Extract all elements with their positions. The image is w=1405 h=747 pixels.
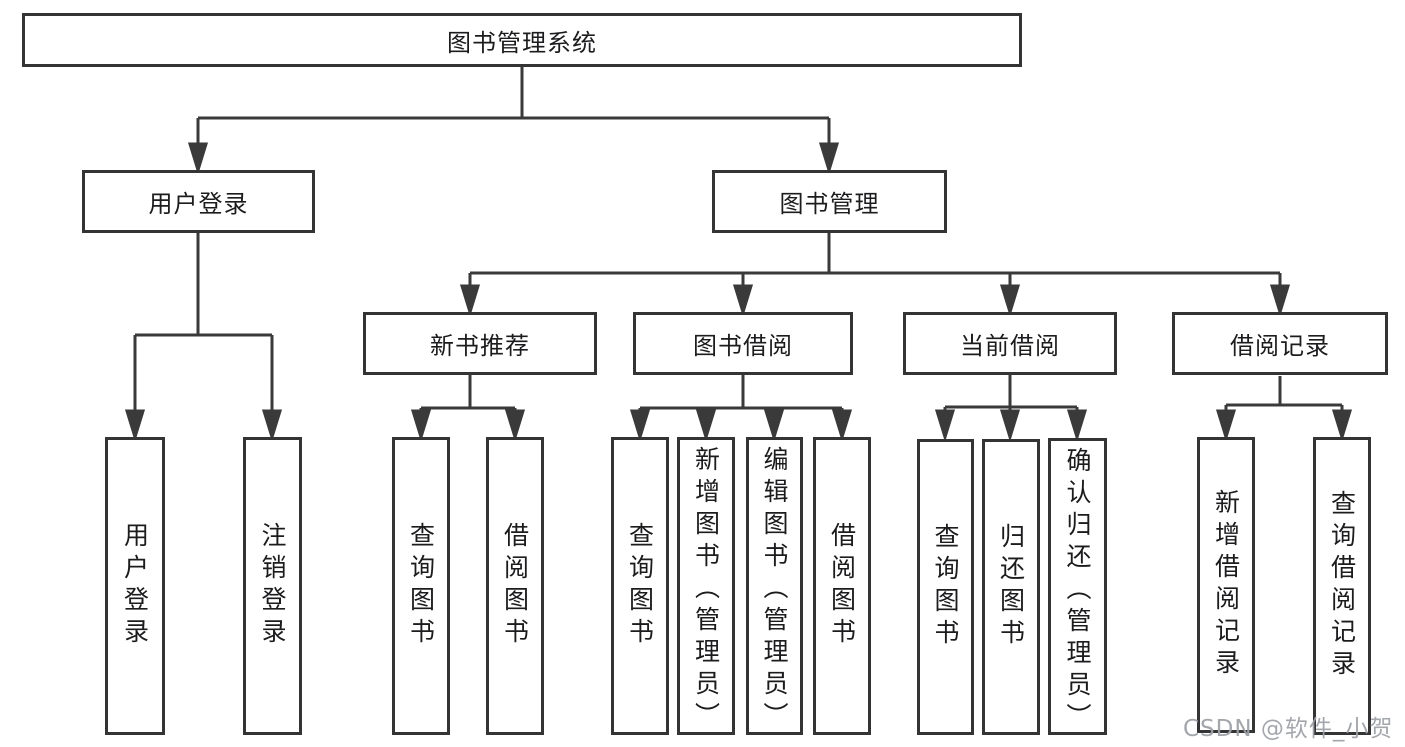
node-new-book-recommend: 新书推荐 — [363, 312, 597, 375]
node-current-borrow: 当前借阅 — [903, 312, 1117, 375]
leaf-borrow-books-2: 借阅图书 — [813, 437, 871, 735]
leaf-return-books: 归还图书 — [982, 439, 1040, 735]
leaf-add-borrow-record: 新增借阅记录 — [1197, 437, 1255, 733]
leaf-query-books-current: 查询图书 — [917, 439, 974, 735]
leaf-logout-login: 注销登录 — [243, 437, 302, 735]
leaf-confirm-return-admin: 确认归还（管理员） — [1048, 438, 1107, 735]
node-book-borrow: 图书借阅 — [633, 312, 853, 375]
node-book-management: 图书管理 — [712, 170, 947, 233]
node-root: 图书管理系统 — [22, 13, 1022, 67]
leaf-user-login: 用户登录 — [105, 437, 165, 735]
leaf-query-books-recommend: 查询图书 — [392, 437, 450, 735]
node-borrow-records: 借阅记录 — [1172, 312, 1388, 375]
leaf-query-books-borrow: 查询图书 — [611, 437, 669, 735]
leaf-borrow-books-recommend: 借阅图书 — [486, 437, 544, 735]
node-user-login: 用户登录 — [82, 170, 315, 233]
leaf-query-borrow-record: 查询借阅记录 — [1313, 437, 1371, 735]
leaf-add-book-admin: 新增图书（管理员） — [677, 437, 735, 735]
leaf-edit-book-admin: 编辑图书（管理员） — [746, 437, 803, 735]
